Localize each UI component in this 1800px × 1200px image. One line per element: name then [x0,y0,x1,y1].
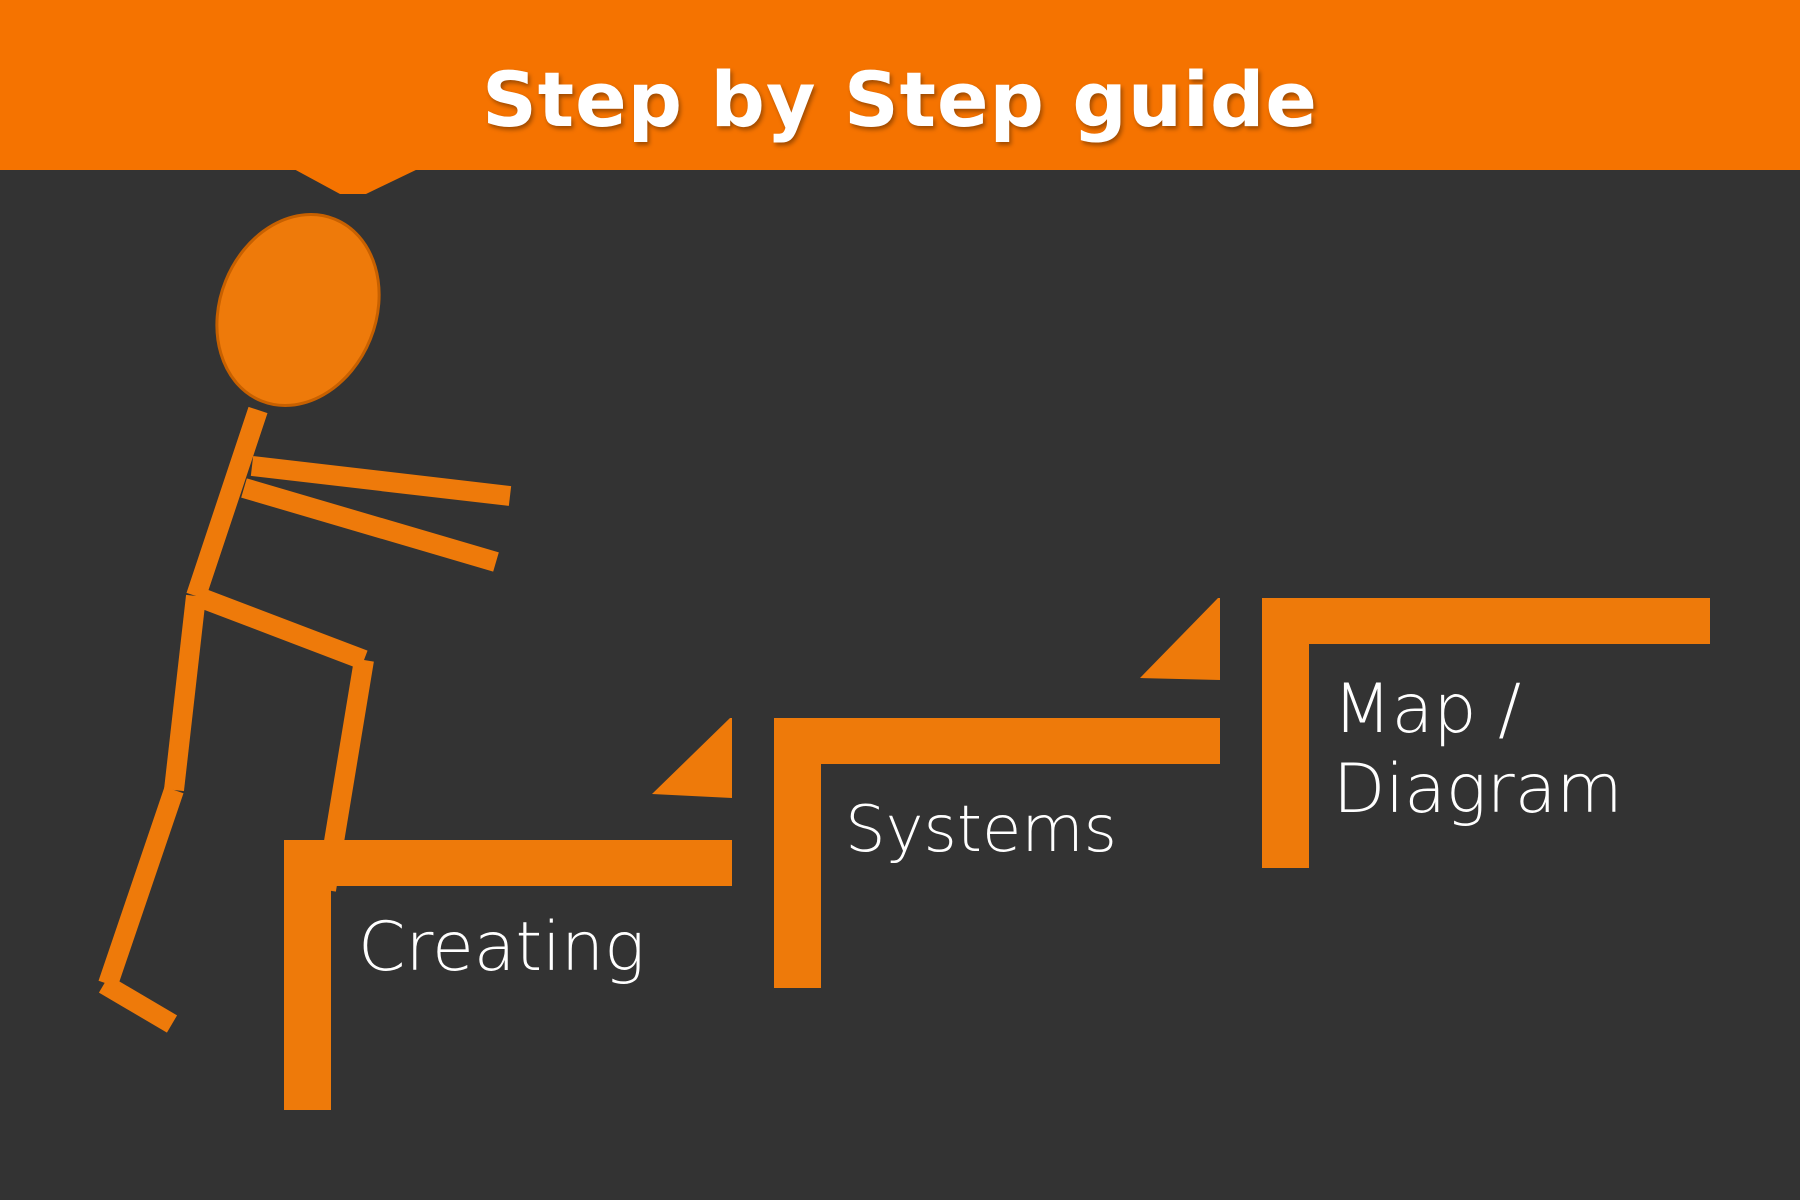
page-title: Step by Step guide [482,55,1318,144]
step-2-riser [774,718,821,988]
step-3-shape [1262,598,1710,868]
stick-figure [98,406,512,1033]
figure-thigh [192,586,368,670]
figure-upper-arm [250,456,512,506]
step-1-label: Creating [358,908,645,987]
step-3-label-line1: Map / [1333,670,1522,749]
step-3-riser [1262,598,1309,868]
step-1-corner-triangle [652,718,732,798]
banner-pointer [292,168,420,194]
figure-head [215,213,381,407]
step-2-shape [774,718,1220,988]
step-1-riser [284,840,331,1110]
step-1-tread [284,840,732,886]
step-3-label-line2: Diagram [1333,750,1623,829]
title-banner [0,0,1800,170]
figure-lower-arm [241,478,499,572]
step-2-corner-triangle [1140,598,1220,680]
step-1-shape [284,840,732,1110]
figure-back-thigh [164,594,206,792]
step-2-tread [774,718,1220,764]
figure-foot [98,975,178,1033]
step-2-label: Systems [845,793,1117,867]
step-3-label: Map / Diagram [1333,670,1623,830]
step-3-tread [1262,598,1710,644]
figure-torso [186,406,268,600]
figure-back-shin [98,786,184,988]
